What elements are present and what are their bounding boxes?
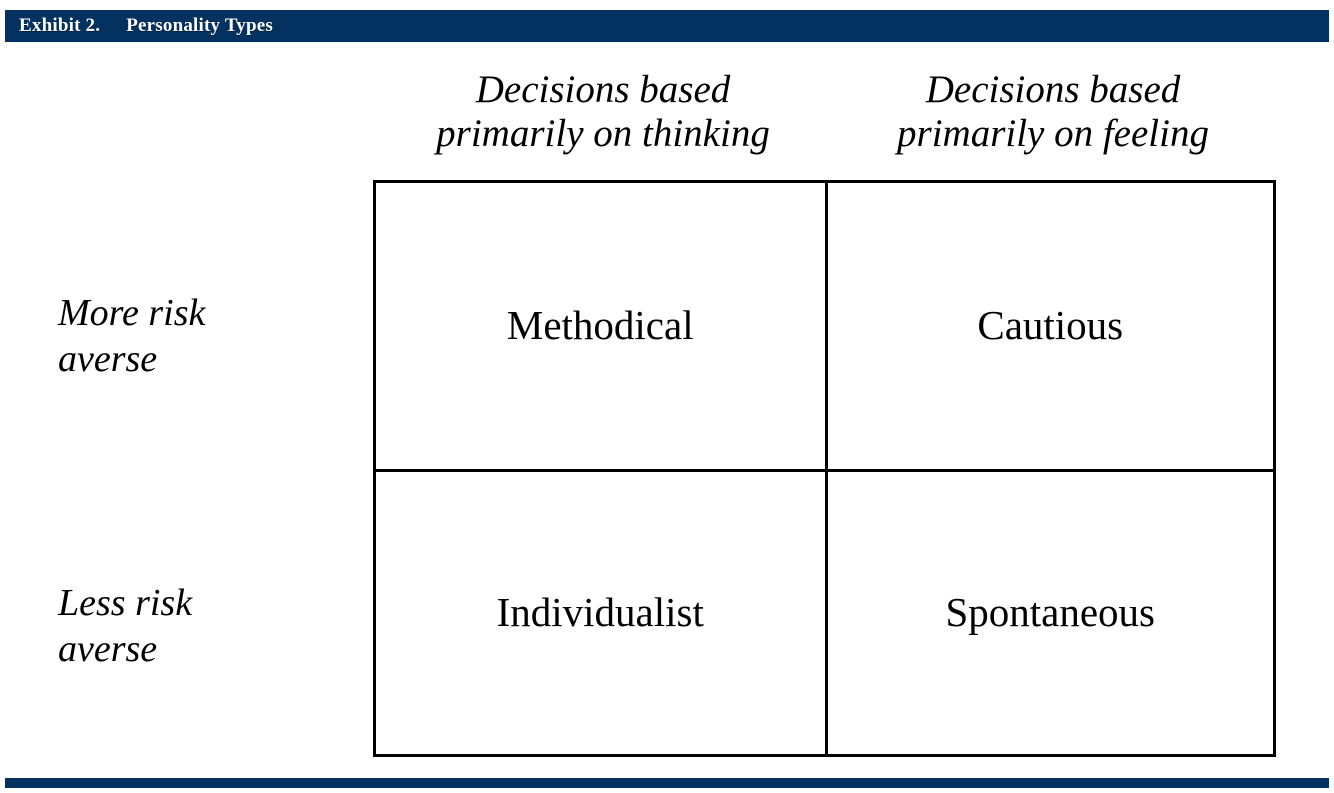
personality-types-matrix: Methodical Cautious Individualist Sponta… — [373, 180, 1276, 757]
matrix-cell-spontaneous: Spontaneous — [824, 468, 1273, 754]
bottom-rule — [5, 778, 1329, 788]
matrix-cell-cautious: Cautious — [824, 183, 1273, 469]
matrix-cell-methodical: Methodical — [376, 183, 825, 469]
row-label-more-risk-averse: More risk averse — [58, 292, 206, 381]
column-header-thinking: Decisions based primarily on thinking — [436, 68, 770, 156]
matrix-cell-label: Cautious — [977, 302, 1124, 349]
exhibit-banner: Exhibit 2. Personality Types — [5, 10, 1329, 42]
row-label-less-risk-averse: Less risk averse — [58, 582, 193, 671]
matrix-cell-label: Spontaneous — [945, 589, 1156, 636]
column-header-feeling: Decisions based primarily on feeling — [897, 68, 1209, 156]
matrix-cell-label: Individualist — [496, 589, 704, 636]
exhibit-title: Personality Types — [126, 15, 273, 36]
matrix-cell-label: Methodical — [506, 302, 694, 349]
exhibit-number-label: Exhibit 2. — [19, 15, 101, 36]
matrix-cell-individualist: Individualist — [376, 468, 825, 754]
